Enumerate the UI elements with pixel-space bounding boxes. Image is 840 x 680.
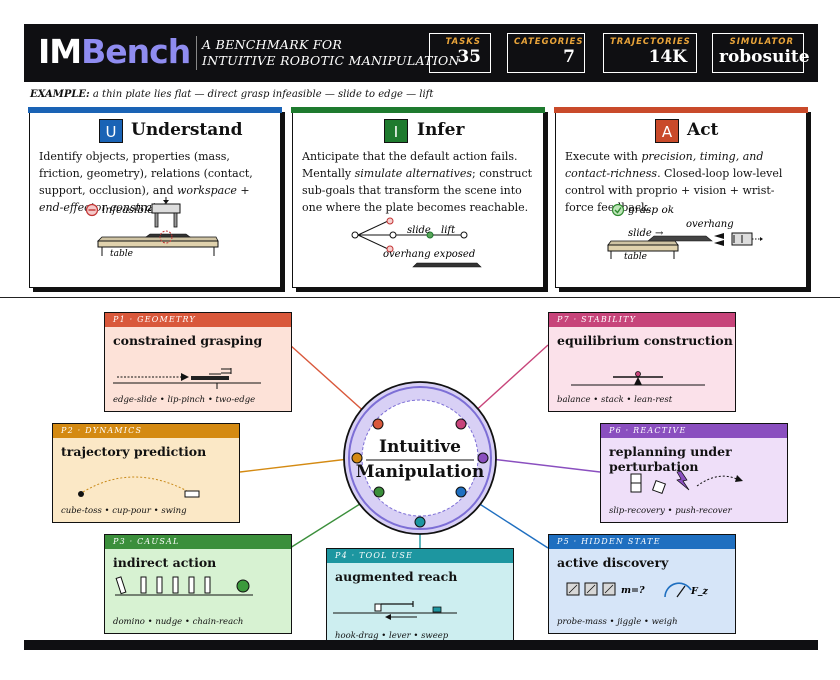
principle-card-p2: P2 · DYNAMICS trajectory prediction cube… [52, 423, 240, 523]
principle-id: P2 · DYNAMICS [53, 424, 239, 438]
force-label: F_z [690, 586, 708, 597]
lift-label: lift [441, 225, 456, 236]
example-line: EXAMPLE: a thin plate lies flat — direct… [30, 89, 434, 100]
principle-card-p6: P6 · REACTIVE replanning under perturbat… [600, 423, 788, 523]
infer-illustration: slide lift overhang exposed [351, 217, 482, 268]
principle-id: P1 · GEOMETRY [105, 313, 291, 327]
stage-title: Understand [131, 120, 243, 140]
principle-tags: slip-recovery • push-recover [609, 506, 732, 516]
causal-illustration [115, 576, 253, 596]
stage-bar [291, 107, 545, 114]
act-illustration: grasp ok overhang slide → table [607, 203, 763, 262]
dynamics-illustration [78, 476, 200, 498]
mass-unknown-label: m=? [621, 585, 645, 596]
slide-label: slide [407, 225, 431, 236]
stage-card-infer: I Infer Anticipate that the default acti… [291, 107, 545, 288]
hub-node-p4 [414, 516, 426, 528]
principle-tags: edge-slide • lip-pinch • two-edge [113, 395, 256, 405]
principle-title: augmented reach [335, 569, 458, 584]
geometry-illustration [113, 368, 261, 389]
logo: IMBench [38, 32, 191, 71]
grasp-ok-label: grasp ok [628, 204, 674, 216]
stage-letter-badge: A [655, 119, 679, 143]
logo-divider [196, 36, 197, 70]
infeasible-label: infeasible [102, 204, 154, 216]
principle-id: P7 · STABILITY [549, 313, 735, 327]
principle-title: constrained grasping [113, 333, 263, 348]
principle-card-p5: P5 · HIDDEN STATE active discovery m=? F… [548, 534, 736, 634]
principle-id: P4 · TOOL USE [327, 549, 513, 563]
principle-id: P3 · CAUSAL [105, 535, 291, 549]
hub-node-p3 [373, 486, 385, 498]
hub-node-p2 [351, 452, 363, 464]
stage-bar [554, 107, 808, 114]
principle-id: P6 · REACTIVE [601, 424, 787, 438]
principle-card-p7: P7 · STABILITY equilibrium construction … [548, 312, 736, 412]
table-label: table [624, 252, 647, 262]
principle-tags: domino • nudge • chain-reach [113, 617, 244, 627]
stage-body: Anticipate that the default action fails… [302, 150, 533, 214]
stability-illustration [571, 371, 705, 386]
stage-body: Execute with precision, timing, and cont… [565, 150, 783, 214]
hub-node-p1 [372, 418, 384, 430]
overhang-label: overhang [686, 219, 734, 230]
principle-card-p1: P1 · GEOMETRY constrained grasping edge-… [104, 312, 292, 412]
hub-title-line2: Manipulation [355, 462, 485, 482]
principle-tags: cube-toss • cup-pour • swing [61, 506, 187, 516]
principle-id: P5 · HIDDEN STATE [549, 535, 735, 549]
understand-illustration: infeasible table [85, 197, 219, 259]
stage-title: Infer [417, 120, 465, 140]
principle-title: active discovery [557, 555, 669, 570]
header-subtitle: A BENCHMARK FOR INTUITIVE ROBOTIC MANIPU… [202, 37, 460, 68]
principle-title: trajectory prediction [61, 444, 207, 459]
header-bar: IMBench A BENCHMARK FOR INTUITIVE ROBOTI… [24, 24, 818, 82]
principle-card-p4: P4 · TOOL USE augmented reach hook-drag … [326, 548, 514, 648]
hidden-state-illustration: m=? F_z [566, 582, 708, 598]
slide-arrow-label: slide → [628, 228, 664, 239]
hub-title-line1: Intuitive [379, 437, 461, 457]
hub-node-p5 [455, 486, 467, 498]
reactive-illustration [630, 470, 743, 495]
principle-title: replanning under perturbation [609, 444, 732, 474]
principle-card-p3: P3 · CAUSAL indirect action domino • nud… [104, 534, 292, 634]
stage-letter-badge: U [99, 119, 123, 143]
section-rule [0, 297, 840, 298]
principle-tags: balance • stack • lean-rest [557, 395, 673, 405]
stage-card-act: A Act Execute with precision, timing, an… [554, 107, 808, 288]
stage-title: Act [687, 120, 719, 140]
stage-letter-badge: I [384, 119, 408, 143]
table-label: table [110, 249, 133, 259]
principle-tags: probe-mass • jiggle • weigh [557, 617, 678, 627]
hub-node-p7 [455, 418, 467, 430]
footer-bar [24, 640, 818, 650]
principle-tags: hook-drag • lever • sweep [335, 631, 449, 641]
stage-card-understand: U Understand Identify objects, propertie… [28, 107, 282, 288]
principle-title: equilibrium construction [557, 333, 733, 348]
principle-title: indirect action [113, 555, 217, 570]
hub-node-p6 [477, 452, 489, 464]
tool-use-illustration [333, 601, 457, 620]
overhang-exposed-label: overhang exposed [383, 249, 475, 260]
stage-bar [28, 107, 282, 114]
